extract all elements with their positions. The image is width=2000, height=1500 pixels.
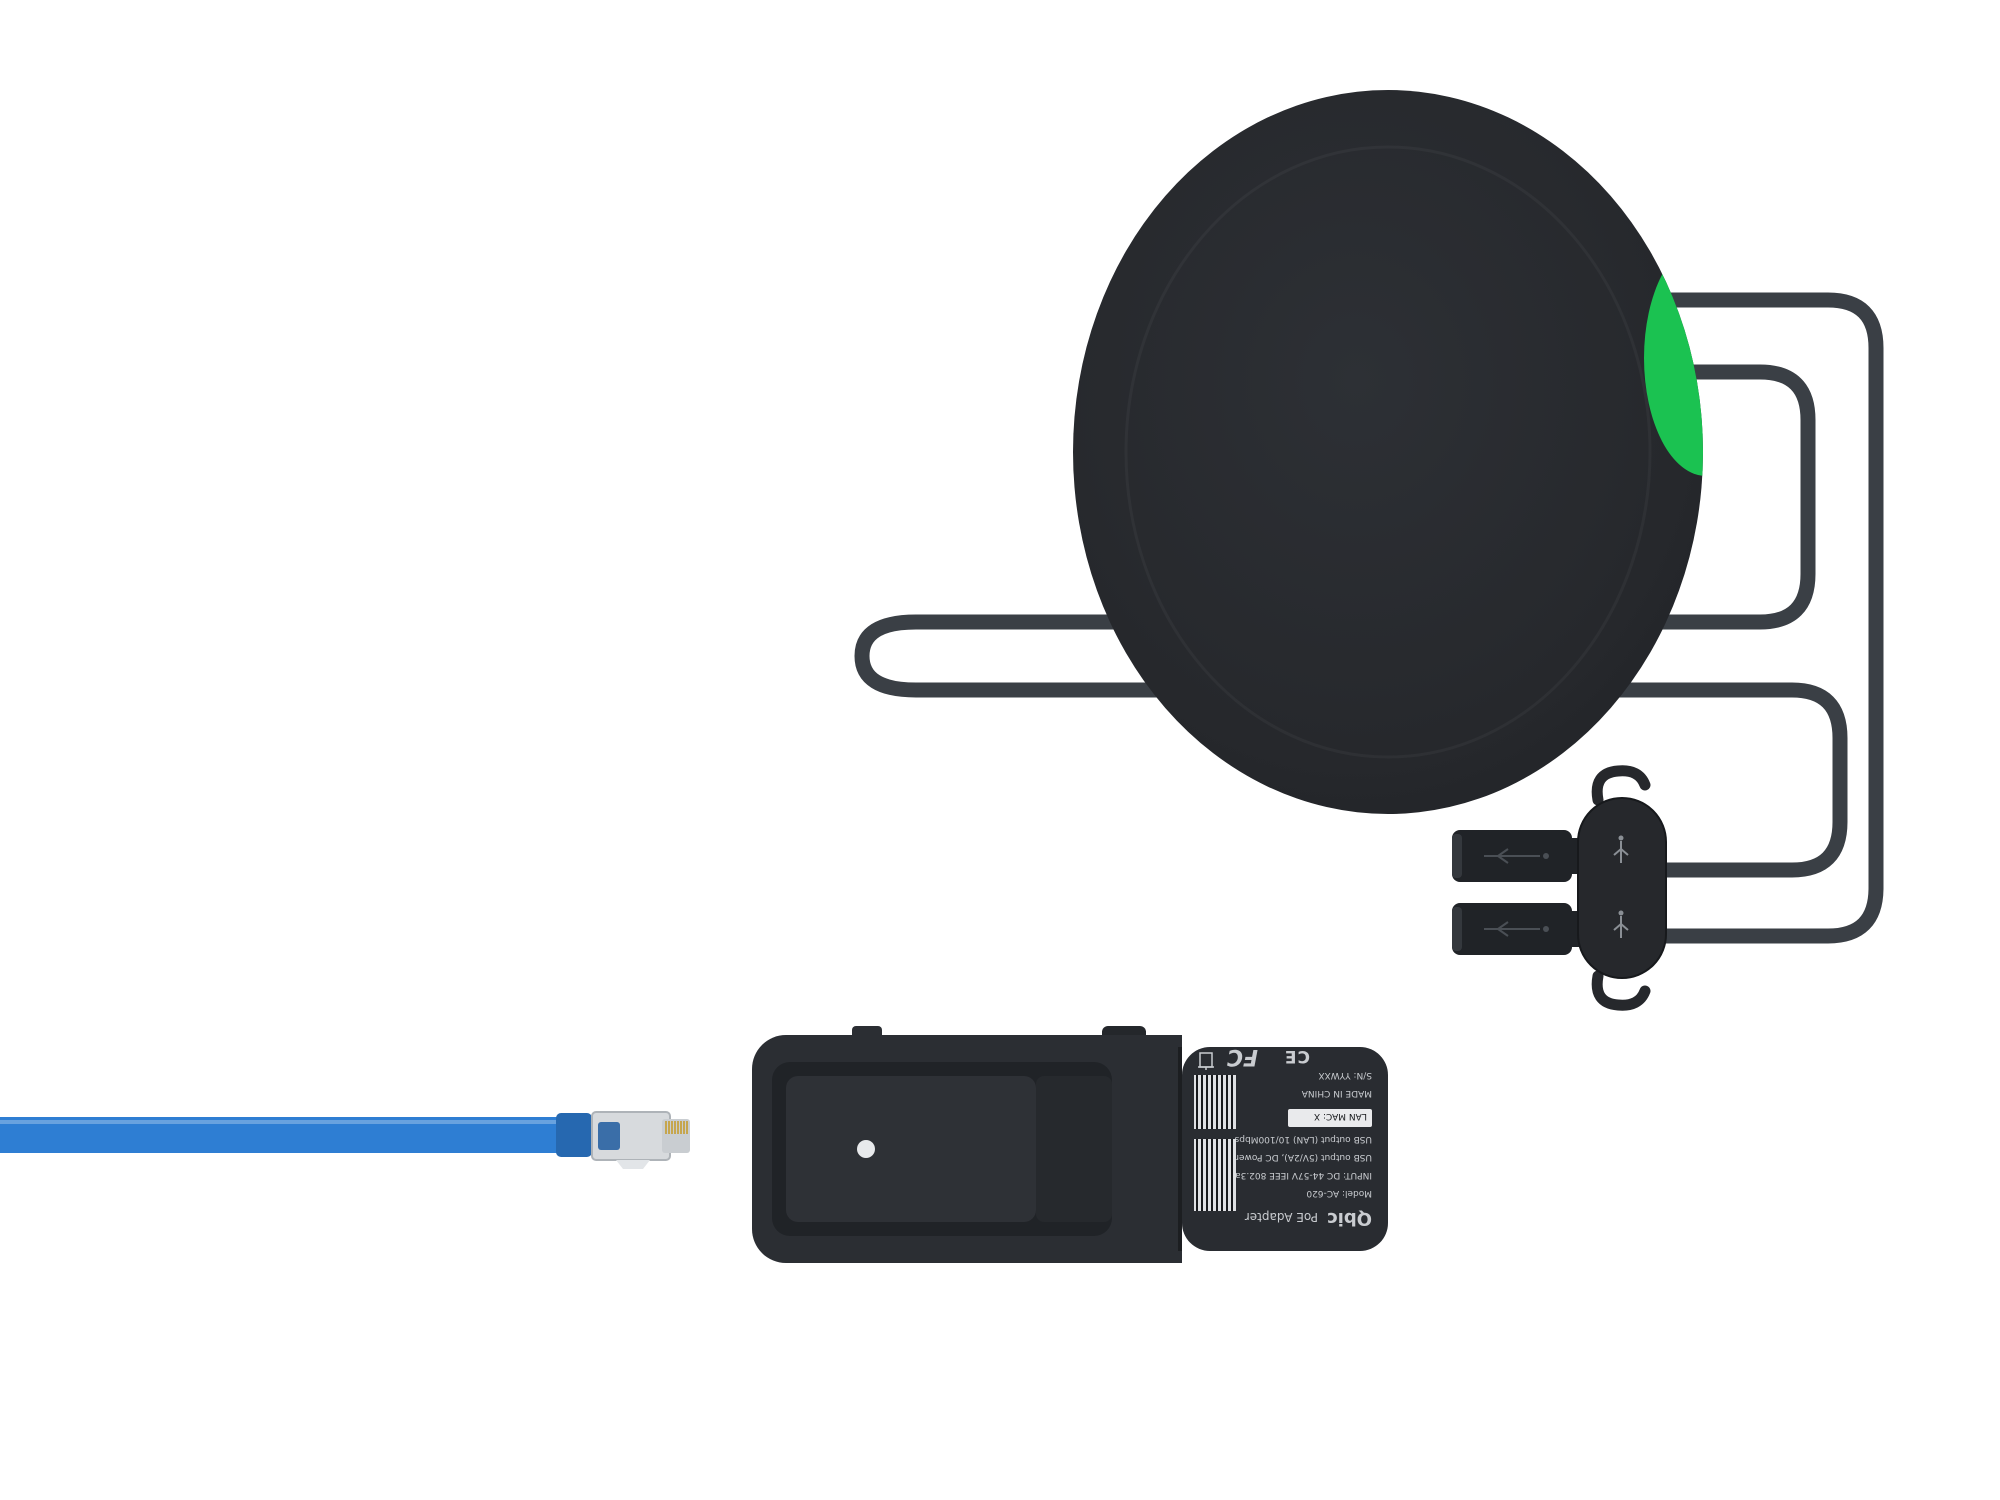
seam-line (1178, 1047, 1182, 1251)
usb-symbol-bottom (1613, 910, 1629, 938)
puck-body (1073, 90, 1703, 814)
usb-symbol-top (1613, 835, 1629, 863)
cable-outer-run (1642, 292, 1884, 944)
rj45-latch (616, 1160, 650, 1169)
usb-trident-engraving-bottom (1484, 921, 1549, 937)
label-lan-mac: LAN MAC: X (1314, 1111, 1367, 1121)
label-brand: Qbic (1327, 1208, 1372, 1229)
lan-mac-box (1288, 1109, 1372, 1127)
fcc-mark: FC (1227, 1044, 1258, 1069)
barcode-mac (1194, 1075, 1236, 1129)
poe-adapter: Qbic PoE Adapter Model: AC-620 INPUT: DC… (752, 1026, 1388, 1263)
label-made-in: MADE IN CHINA (1301, 1088, 1372, 1098)
ce-mark: CE (1284, 1046, 1310, 1066)
label-serial: S/N: YYWXX (1318, 1070, 1372, 1080)
label-input: INPUT: DC 44-57V IEEE 802.3af (1231, 1170, 1372, 1180)
label-usb-power: USB output (5V/2A), DC Power (1235, 1152, 1372, 1162)
adapter-body-square-end (1120, 1035, 1182, 1263)
rj45-gold-pins (665, 1121, 688, 1134)
usb-plug-top-tip (1452, 834, 1462, 878)
ethernet-cable-run (0, 1117, 562, 1153)
power-cable (854, 292, 1884, 944)
adapter-label: Qbic PoE Adapter Model: AC-620 INPUT: DC… (1194, 1044, 1372, 1229)
weee-icon (1198, 1052, 1214, 1070)
usb-trident-engraving-top (1484, 848, 1549, 864)
recess-inner-panel (786, 1076, 1036, 1222)
clip-body (1577, 797, 1667, 979)
barcode-serial (1194, 1139, 1236, 1211)
usb-plug-top (1452, 830, 1572, 882)
puck-seam (1124, 145, 1652, 759)
ethernet-cable (0, 1111, 690, 1169)
label-model: Model: AC-620 (1306, 1188, 1372, 1198)
clip-hook-top (1591, 765, 1651, 806)
cable-boot (556, 1113, 592, 1157)
cable-serpentine-run (854, 364, 1848, 878)
rj45-plug (591, 1111, 690, 1169)
rj45-cable-inside (598, 1122, 620, 1150)
recess-step (1036, 1076, 1112, 1222)
cable-highlight (0, 1120, 562, 1124)
cable-clip (1566, 765, 1667, 1011)
recess-hole (857, 1140, 875, 1158)
label-usb-lan: USB output (LAN) 10/100Mbps (1234, 1134, 1372, 1144)
label-product: PoE Adapter (1245, 1210, 1318, 1224)
clip-hook-bottom (1591, 970, 1651, 1011)
usb-plug-bottom (1452, 903, 1572, 955)
usb-plug-bottom-tip (1452, 907, 1462, 951)
